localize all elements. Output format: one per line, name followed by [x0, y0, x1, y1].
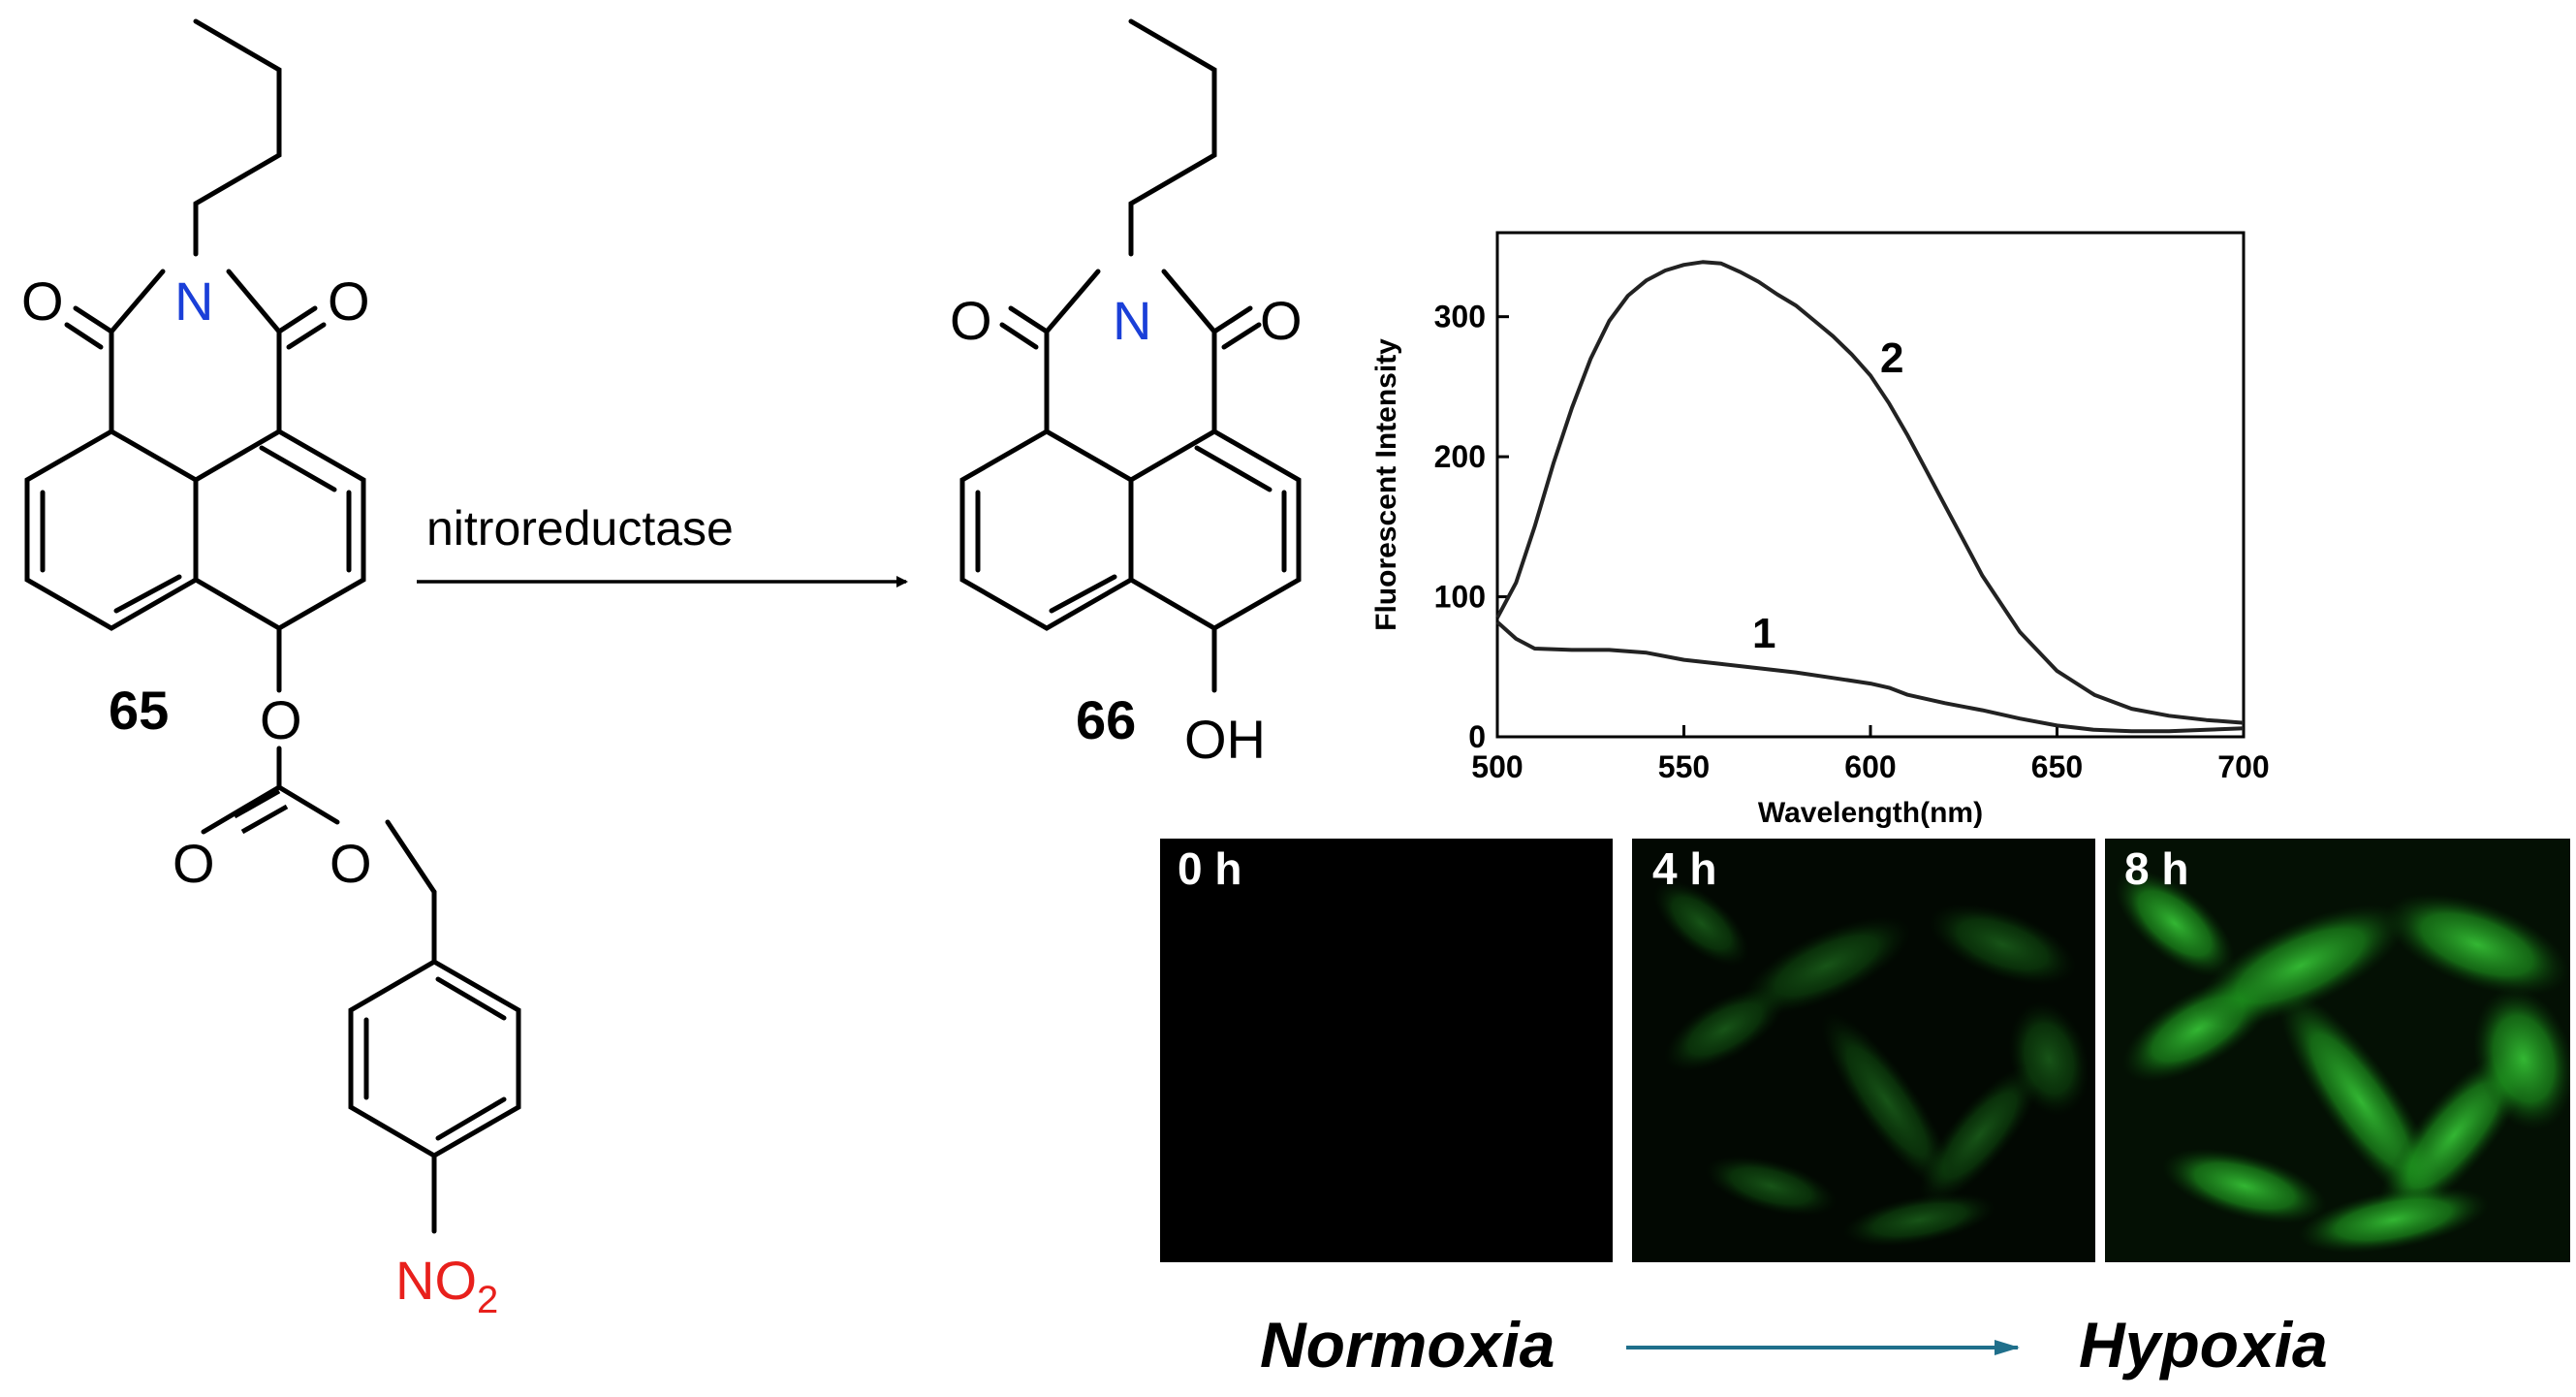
microscopy-panel-0h — [1160, 839, 1613, 1262]
series-line-1 — [1495, 620, 2245, 734]
cell-fluorescence — [2115, 870, 2235, 977]
atom-n-65: N — [174, 270, 213, 332]
compound-label-66: 66 — [1076, 689, 1136, 750]
compound-65-atoms: O N O O O O NO2 65 — [21, 270, 498, 1321]
atom-o-carbonyl-65: O — [173, 833, 215, 894]
cell-fluorescence — [1821, 1012, 1953, 1191]
cell-fluorescence — [1653, 880, 1750, 967]
atom-n-66: N — [1113, 290, 1151, 351]
cells-8h — [2115, 870, 2570, 1254]
cell-fluorescence — [2472, 987, 2570, 1130]
panel-label-0h: 0 h — [1178, 843, 1241, 894]
x-tick-label: 650 — [2031, 749, 2083, 784]
cell-fluorescence — [1919, 1065, 2040, 1205]
x-tick-label: 550 — [1658, 749, 1710, 784]
panel-label-8h: 8 h — [2124, 843, 2188, 894]
compound-65-structure — [24, 18, 521, 1234]
y-tick-label: 0 — [1468, 719, 1486, 754]
atom-o-right-65: O — [328, 270, 370, 332]
cell-fluorescence — [1705, 1156, 1838, 1217]
fluorescence-chart: 500 550 600 650 700 0 100 200 300 Fluorescent In… — [1370, 231, 2270, 829]
cell-fluorescence — [1742, 916, 1912, 1015]
panel-label-4h: 4 h — [1652, 843, 1716, 894]
cell-fluorescence — [1929, 904, 2077, 986]
cell-fluorescence — [2194, 904, 2406, 1028]
atom-o-ether-65: O — [260, 689, 302, 750]
compound-label-65: 65 — [109, 680, 169, 741]
nitro-group: NO2 — [395, 1250, 498, 1321]
microscopy-panels: 0 h 4 h 8 h — [1160, 839, 2570, 1262]
oxygen-condition-arrow: Normoxia Hypoxia — [1260, 1309, 2328, 1381]
cell-fluorescence — [2008, 1001, 2089, 1117]
y-tick-label: 200 — [1434, 439, 1486, 474]
curve-label-1: 1 — [1752, 610, 1775, 657]
chart-xlabel: Wavelength(nm) — [1758, 797, 1983, 829]
atom-o-left-65: O — [21, 270, 64, 332]
cell-fluorescence — [2384, 893, 2570, 996]
atom-oh-66: OH — [1184, 709, 1266, 770]
cells-4h — [1653, 880, 2089, 1247]
reaction-arrow: nitroreductase — [417, 501, 908, 587]
cell-fluorescence — [2297, 1187, 2490, 1254]
cell-fluorescence — [2162, 1148, 2327, 1224]
carbonate-double-bond — [233, 788, 289, 835]
normoxia-label: Normoxia — [1260, 1309, 1555, 1381]
curve-label-2: 2 — [1880, 334, 1903, 382]
hypoxia-label: Hypoxia — [2079, 1309, 2328, 1381]
chart-frame — [1495, 231, 2246, 739]
atom-o-ester-65: O — [330, 833, 372, 894]
chart-ylabel: Fluorescent Intensity — [1370, 338, 1402, 631]
y-tick-label: 100 — [1434, 580, 1486, 615]
y-tick-label: 300 — [1434, 300, 1486, 334]
series-line-2 — [1495, 260, 2245, 725]
reagent-label: nitroreductase — [426, 501, 734, 556]
compound-66-structure — [959, 18, 1302, 693]
x-tick-label: 600 — [1844, 749, 1896, 784]
atom-o-left-66: O — [950, 290, 992, 351]
x-tick-label: 700 — [2217, 749, 2269, 784]
compound-66-atoms: O N O OH 66 — [950, 290, 1303, 770]
x-tick-label: 500 — [1471, 749, 1523, 784]
atom-o-right-66: O — [1260, 290, 1303, 351]
cell-fluorescence — [1842, 1192, 1996, 1247]
